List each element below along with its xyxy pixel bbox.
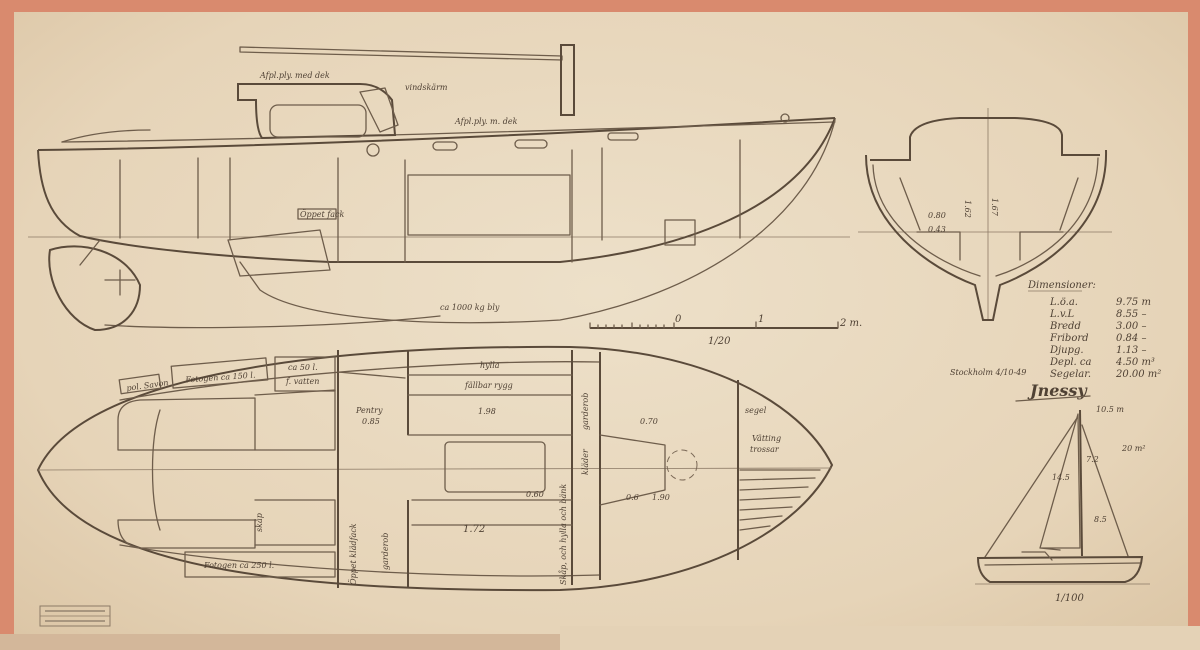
label-wardrobe-bottom: garderob: [381, 533, 390, 570]
dim-label: Segelar.: [1050, 369, 1091, 380]
dim-label: Depl. ca: [1049, 357, 1091, 368]
profile-view: Afpl.ply. med dek vindskärm Afpl.ply. m.…: [28, 44, 862, 347]
scale-ratio: 1/20: [708, 336, 731, 347]
label-cabin-top: Afpl.ply. med dek: [259, 71, 330, 80]
dim-label: L.ö.a.: [1049, 297, 1078, 308]
label-shelf: hylla: [480, 361, 500, 370]
label-fwd-berth: 1.90: [652, 493, 670, 502]
dimensions-table: Dimensioner: L.ö.a. 9.75 m L.v.L 8.55 – …: [950, 280, 1161, 402]
boom: [239, 46, 563, 61]
sail-mast-height: 10.5 m: [1096, 405, 1124, 414]
dim-value: 20.00 m²: [1115, 369, 1161, 380]
label-wardrobe-top: garderob: [581, 393, 590, 430]
sail-scale: 1/100: [1055, 593, 1084, 604]
dim-value: 4.50 m³: [1115, 357, 1155, 368]
scale-two: 2 m.: [839, 318, 862, 329]
section-width-1: 0.80: [928, 211, 946, 220]
engine: [227, 229, 331, 277]
label-pantry-width: 0.85: [362, 417, 380, 426]
sail-hoist: 8.5: [1094, 515, 1107, 524]
paper: [14, 12, 1188, 634]
label-fwd-dim2: 0.6: [626, 493, 639, 502]
midship-section: 1.62 1.67 0.80 0.43: [858, 108, 1112, 321]
label-backrest: fällbar rygg: [464, 381, 513, 390]
label-open-clothes: Öppet klädfack: [349, 523, 358, 585]
label-windshield: vindskärm: [405, 83, 448, 92]
sail-luff: 14.5: [1052, 473, 1070, 482]
scale-one: 1: [758, 314, 764, 325]
dim-value: 8.55 –: [1116, 309, 1146, 320]
rudder: [48, 245, 142, 332]
dim-value: 3.00 –: [1116, 321, 1146, 332]
sail-area: 20 m²: [1121, 444, 1146, 453]
label-fwd-dim: 0.70: [640, 417, 658, 426]
signature: Jnessy: [1027, 381, 1088, 400]
dim-value: 0.84 –: [1116, 333, 1146, 344]
hull-section: [865, 149, 1108, 321]
hull-bottom: [37, 117, 836, 263]
label-clothes: kläder: [581, 448, 590, 475]
label-ropes: trossar: [750, 445, 780, 454]
label-berth-length: 1.98: [478, 407, 496, 416]
keel-outline: [239, 119, 836, 324]
mast: [1079, 409, 1083, 557]
section-width-2: 0.43: [928, 225, 946, 234]
dimensions-title: Dimensioner:: [1027, 280, 1096, 291]
label-width-small: 0.60: [526, 490, 544, 499]
label-locker: skåp: [255, 513, 264, 532]
dim-label: L.v.L: [1049, 309, 1074, 320]
label-warps: Vätting: [752, 434, 781, 443]
section-height-2: 1.67: [990, 198, 999, 217]
sail-mast-mark: 7.2: [1086, 455, 1099, 464]
bottom-edge-paper: [560, 626, 1200, 650]
section-height-1: 1.62: [963, 200, 972, 218]
cabin-section: [870, 117, 1100, 161]
label-water: f. vatten: [285, 377, 319, 386]
windshield: [359, 87, 399, 133]
label-open-locker: Öppet fack: [300, 210, 345, 219]
dim-value: 1.13 –: [1116, 345, 1146, 356]
sailplan-hull: [976, 555, 1144, 583]
label-sails: segel: [745, 406, 767, 415]
label-berth2: 1.72: [463, 524, 485, 535]
dim-label: Fribord: [1049, 333, 1089, 344]
mast-stub: [560, 44, 575, 116]
label-fuel-bottom: Fotogen ca 250 l.: [203, 561, 274, 570]
label-water-qty: ca 50 l.: [288, 363, 318, 372]
label-pantry: Pentry: [355, 406, 383, 415]
dim-label: Bredd: [1049, 321, 1081, 332]
archive-stamp: [39, 605, 111, 627]
cabin-trunk: [237, 83, 397, 140]
dim-value: 9.75 m: [1116, 297, 1151, 308]
scale-zero: 0: [675, 314, 682, 325]
label-cupboard: Skåp, och hylla och bänk: [559, 484, 568, 585]
place-date: Stockholm 4/10-49: [950, 368, 1026, 377]
sail-plan: 10.5 m 20 m² 14.5 7.2 8.5 1/100: [975, 405, 1150, 604]
dim-label: Djupg.: [1049, 345, 1084, 356]
label-deck: Afpl.ply. m. dek: [454, 117, 518, 126]
label-ballast: ca 1000 kg bly: [440, 303, 500, 312]
scale-bar: 0 1 2 m. 1/20: [589, 314, 862, 347]
plan-view: pol. Savon Fotogen ca 150 l. ca 50 l. f.…: [36, 345, 834, 592]
